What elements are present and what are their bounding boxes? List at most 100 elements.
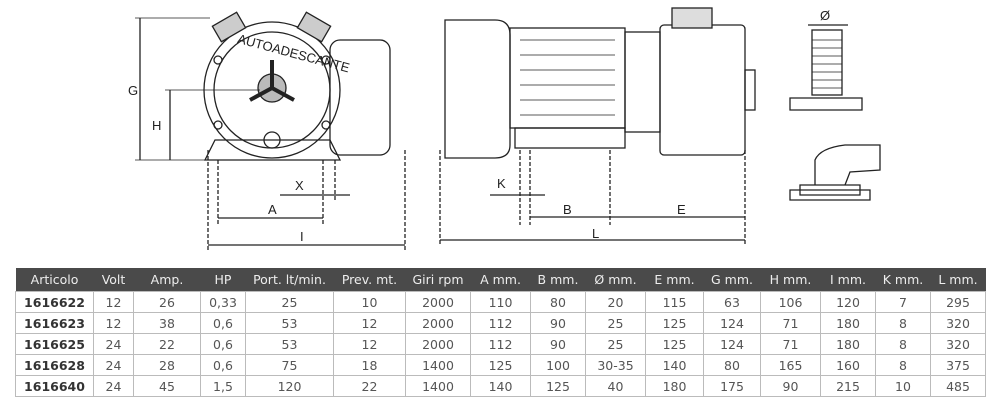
dim-label-e: E (677, 202, 686, 217)
column-header: Prev. mt. (333, 268, 406, 292)
table-cell: 2000 (405, 291, 471, 313)
table-cell: 0,6 (200, 312, 246, 334)
table-cell: 30-35 (585, 354, 646, 376)
table-cell: 320 (930, 333, 986, 355)
table-cell: 140 (645, 354, 704, 376)
column-header: Amp. (133, 268, 201, 292)
table-cell: 165 (760, 354, 821, 376)
column-header: Port. lt/min. (245, 268, 334, 292)
column-header: Ø mm. (585, 268, 646, 292)
table-cell: 125 (530, 375, 586, 397)
column-header: G mm. (703, 268, 761, 292)
column-header: K mm. (875, 268, 931, 292)
table-cell: 1400 (405, 375, 471, 397)
table-cell: 110 (470, 291, 531, 313)
table-cell: 180 (820, 312, 876, 334)
table-cell: 12 (333, 333, 406, 355)
table-cell: 90 (530, 312, 586, 334)
dim-label-l: L (592, 226, 599, 241)
table-cell: 8 (875, 333, 931, 355)
table-cell: 63 (703, 291, 761, 313)
table-cell: 7 (875, 291, 931, 313)
table-cell: 180 (645, 375, 704, 397)
table-cell: 106 (760, 291, 821, 313)
table-cell: 215 (820, 375, 876, 397)
table-cell: 20 (585, 291, 646, 313)
table-cell: 53 (245, 312, 334, 334)
table-cell: 124 (703, 333, 761, 355)
table-cell: 25 (585, 312, 646, 334)
pump-technical-drawing: AUTOADESCANTE G H X A I K (128, 7, 881, 250)
table-cell: 38 (133, 312, 201, 334)
table-cell: 295 (930, 291, 986, 313)
table-cell: 115 (645, 291, 704, 313)
table-cell: 112 (470, 333, 531, 355)
table-cell: 120 (820, 291, 876, 313)
table-cell: 124 (703, 312, 761, 334)
table-cell: 120 (245, 375, 334, 397)
table-cell: 485 (930, 375, 986, 397)
table-cell: 12 (93, 312, 134, 334)
table-cell: 28 (133, 354, 201, 376)
table-cell: 10 (333, 291, 406, 313)
table-cell: 125 (470, 354, 531, 376)
table-cell: 2000 (405, 333, 471, 355)
article-code-cell: 1616628 (15, 354, 94, 376)
article-code-cell: 1616623 (15, 312, 94, 334)
pump-side-view: K B E L (439, 7, 756, 245)
table-cell: 375 (930, 354, 986, 376)
table-cell: 22 (333, 375, 406, 397)
table-cell: 80 (530, 291, 586, 313)
table-cell: 53 (245, 333, 334, 355)
table-cell: 8 (875, 312, 931, 334)
table-cell: 180 (820, 333, 876, 355)
table-cell: 75 (245, 354, 334, 376)
pump-model-label: AUTOADESCANTE (236, 31, 352, 75)
table-cell: 71 (760, 333, 821, 355)
column-header: HP (200, 268, 246, 292)
dim-label-i: I (300, 229, 304, 244)
table-cell: 112 (470, 312, 531, 334)
column-header: Articolo (15, 268, 94, 292)
dim-label-diameter: Ø (820, 8, 830, 23)
table-cell: 0,33 (200, 291, 246, 313)
table-cell: 90 (530, 333, 586, 355)
table-cell: 24 (93, 375, 134, 397)
table-cell: 320 (930, 312, 986, 334)
table-cell: 125 (645, 312, 704, 334)
column-header: B mm. (530, 268, 586, 292)
article-code-cell: 1616640 (15, 375, 94, 397)
column-header: H mm. (760, 268, 821, 292)
table-cell: 160 (820, 354, 876, 376)
table-cell: 125 (645, 333, 704, 355)
table-cell: 26 (133, 291, 201, 313)
table-cell: 45 (133, 375, 201, 397)
table-cell: 1,5 (200, 375, 246, 397)
table-cell: 10 (875, 375, 931, 397)
table-cell: 25 (585, 333, 646, 355)
table-cell: 71 (760, 312, 821, 334)
table-cell: 8 (875, 354, 931, 376)
table-cell: 25 (245, 291, 334, 313)
column-header: Giri rpm (405, 268, 471, 292)
column-header: I mm. (820, 268, 876, 292)
article-code-cell: 1616622 (15, 291, 94, 313)
table-cell: 90 (760, 375, 821, 397)
dim-label-k: K (497, 176, 506, 191)
table-cell: 140 (470, 375, 531, 397)
table-cell: 1400 (405, 354, 471, 376)
pump-front-view: AUTOADESCANTE G H X A I (128, 11, 406, 250)
table-cell: 24 (93, 354, 134, 376)
table-cell: 175 (703, 375, 761, 397)
table-cell: 22 (133, 333, 201, 355)
table-cell: 0,6 (200, 354, 246, 376)
dim-label-x: X (295, 178, 304, 193)
column-header: A mm. (470, 268, 531, 292)
dim-label-g: G (128, 83, 138, 98)
table-cell: 12 (333, 312, 406, 334)
